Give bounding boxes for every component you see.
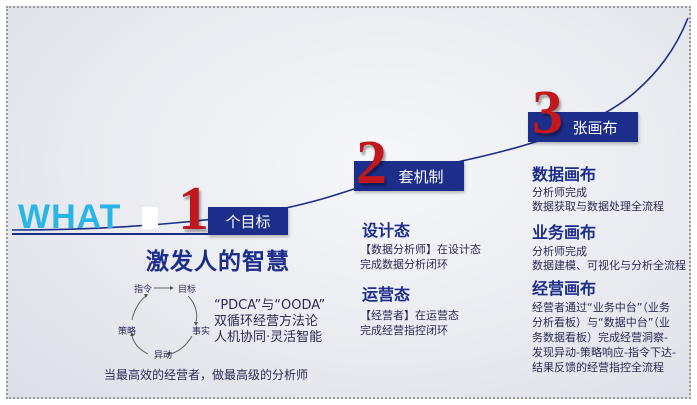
data-canvas-line1: 分析师完成: [532, 186, 587, 199]
canvas-tag-label: 张画布: [572, 118, 618, 137]
ops-canvas-line5: 结果反馈的经营指控全流程: [532, 361, 664, 374]
mech-tag-label: 套机制: [398, 167, 444, 186]
biz-canvas-title: 业务画布: [532, 223, 597, 242]
cycle-fact: 事实: [192, 327, 211, 337]
what-underline: [12, 233, 284, 235]
what-white-block: [142, 207, 158, 229]
data-canvas-title: 数据画布: [532, 165, 597, 184]
design-line2: 完成数据分析闭环: [360, 258, 448, 271]
ops-canvas-title: 经营画布: [532, 279, 597, 298]
bottom-slogan: 当最高效的经营者，做最高级的分析师: [104, 368, 309, 382]
cycle-command: 指令: [134, 285, 153, 295]
run-line1: 【经营者】在运营态: [360, 309, 459, 322]
goal-tag: 个目标: [208, 207, 288, 235]
goal-tag-label: 个目标: [225, 212, 271, 231]
data-canvas-line2: 数据获取与数据处理全流程: [532, 200, 664, 213]
method-line3: 人机协同·灵活智能: [214, 330, 323, 345]
canvas-tag: 张画布: [528, 112, 638, 142]
goal-number: 1: [178, 175, 209, 243]
ops-canvas-line1: 经营者通过“业务中台”（业务: [532, 301, 670, 314]
canvas-number: 3: [532, 79, 563, 147]
biz-canvas-line1: 分析师完成: [532, 245, 587, 258]
method-line2: 双循环经营方法论: [214, 314, 319, 329]
cycle-anomaly: 异动: [154, 351, 173, 361]
cycle-strategy: 策略: [118, 327, 137, 337]
mech-tag: 套机制: [354, 161, 464, 191]
ops-canvas-line3: 务数据看板）完成经营洞察-: [532, 331, 668, 344]
design-line1: 【数据分析师】在设计态: [360, 243, 481, 256]
run-title: 运营态: [362, 285, 411, 304]
run-line2: 完成经营指控闭环: [360, 324, 448, 337]
ops-canvas-line4: 发现异动-策略响应-指令下达-: [532, 346, 676, 359]
what-title: WHAT: [18, 198, 122, 236]
cycle-diagram: [130, 286, 198, 356]
cycle-goal: 目标: [178, 285, 197, 295]
slide-frame: WHAT 个目标 1 激发人的智慧 指令 目标 策略 事实 异动 “PDCA”与…: [6, 6, 691, 399]
goal-headline: 激发人的智慧: [146, 249, 290, 275]
design-title: 设计态: [362, 221, 411, 240]
method-line1: “PDCA”与“OODA”: [214, 298, 326, 313]
biz-canvas-line2: 数据建模、可视化与分析全流程: [532, 259, 686, 272]
ops-canvas-line2: 分析看板）与“数据中台”（业: [532, 316, 670, 329]
mech-number: 2: [356, 129, 387, 197]
